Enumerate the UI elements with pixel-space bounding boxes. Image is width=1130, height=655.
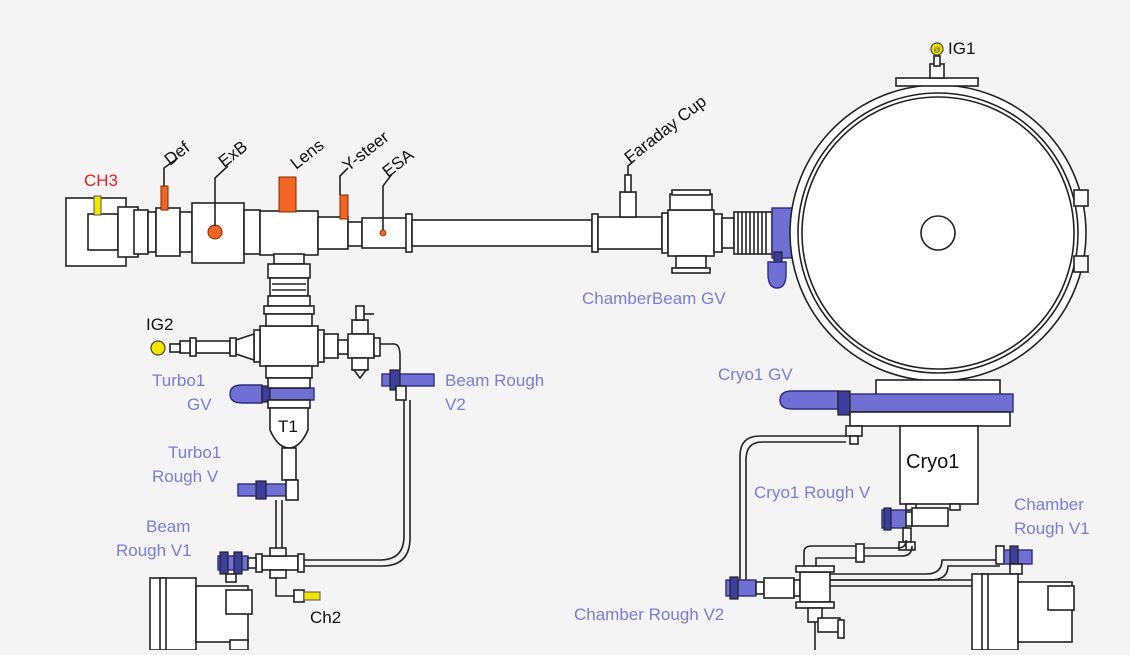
label-cryo1-rough-v[interactable]: Cryo1 Rough V [754, 483, 871, 502]
faraday-cup-port [619, 191, 637, 218]
beam-pipe [411, 219, 593, 247]
label-chamber-rough-v1-2[interactable]: Rough V1 [1014, 519, 1090, 538]
label-cryo1-gv[interactable]: Cryo1 GV [718, 365, 793, 384]
ch3-gauge[interactable] [93, 195, 102, 216]
label-turbo1-rough-v-1[interactable]: Turbo1 [168, 443, 221, 462]
beam-rough-v1[interactable] [217, 551, 257, 575]
beamline [65, 174, 801, 289]
turbo-stack [179, 253, 339, 379]
label-esa: ESA [379, 145, 418, 181]
label-beam-rough-v2-2[interactable]: V2 [445, 395, 466, 414]
right-roughing-pump [971, 573, 1075, 651]
turbo1-rough-v[interactable] [237, 479, 299, 501]
turbo-cross [259, 325, 319, 367]
chamber-rough-v2[interactable] [725, 576, 765, 600]
label-faraday-cup: Faraday Cup [621, 92, 710, 167]
label-def: Def [161, 138, 194, 169]
svg-text:@: @ [933, 47, 940, 54]
ysteer-electrode [339, 194, 349, 220]
label-beam-rough-v2-1[interactable]: Beam Rough [445, 371, 544, 390]
label-ch2: Ch2 [310, 608, 341, 627]
label-chamber-rough-v2[interactable]: Chamber Rough V2 [574, 605, 724, 624]
label-t1: T1 [278, 417, 298, 436]
label-cryo1: Cryo1 [906, 451, 959, 473]
lens-box [259, 210, 319, 256]
label-turbo1-gv-2[interactable]: GV [187, 395, 212, 414]
label-turbo1-gv-1[interactable]: Turbo1 [152, 371, 205, 390]
label-chamber-rough-v1-1[interactable]: Chamber [1014, 495, 1084, 514]
ig2-gauge[interactable] [150, 340, 181, 356]
beam-cross [667, 209, 715, 257]
label-turbo1-rough-v-2[interactable]: Rough V [152, 467, 219, 486]
deflector-electrode [160, 185, 169, 211]
esa-port [379, 229, 387, 237]
main-chamber [789, 55, 1089, 397]
chamber-center-port [920, 215, 956, 251]
label-lens: Lens [287, 135, 328, 173]
label-beam-rough-v1-2[interactable]: Rough V1 [116, 541, 192, 560]
bellows [733, 211, 773, 255]
chamber-rough-v1[interactable] [995, 545, 1033, 569]
beam-rough-v2[interactable] [381, 369, 435, 401]
label-ig1: IG1 [948, 39, 975, 58]
lens-electrode [278, 176, 297, 213]
cryo1-pump [899, 425, 979, 505]
chamber-beam-gv[interactable] [767, 207, 793, 289]
cryo1-gv[interactable] [779, 390, 1014, 416]
cryo1-rough-v[interactable] [881, 507, 949, 531]
ch2-gauge[interactable] [303, 591, 321, 601]
label-chamber-beam-gv[interactable]: ChamberBeam GV [582, 289, 726, 308]
label-exb: ExB [215, 137, 251, 171]
left-roughing-pump [149, 577, 253, 651]
label-ch3: CH3 [84, 171, 118, 190]
label-beam-rough-v1-1[interactable]: Beam [146, 517, 190, 536]
ig1-gauge[interactable]: @ [930, 42, 944, 56]
exb-port [207, 224, 223, 240]
label-ig2: IG2 [146, 315, 173, 334]
